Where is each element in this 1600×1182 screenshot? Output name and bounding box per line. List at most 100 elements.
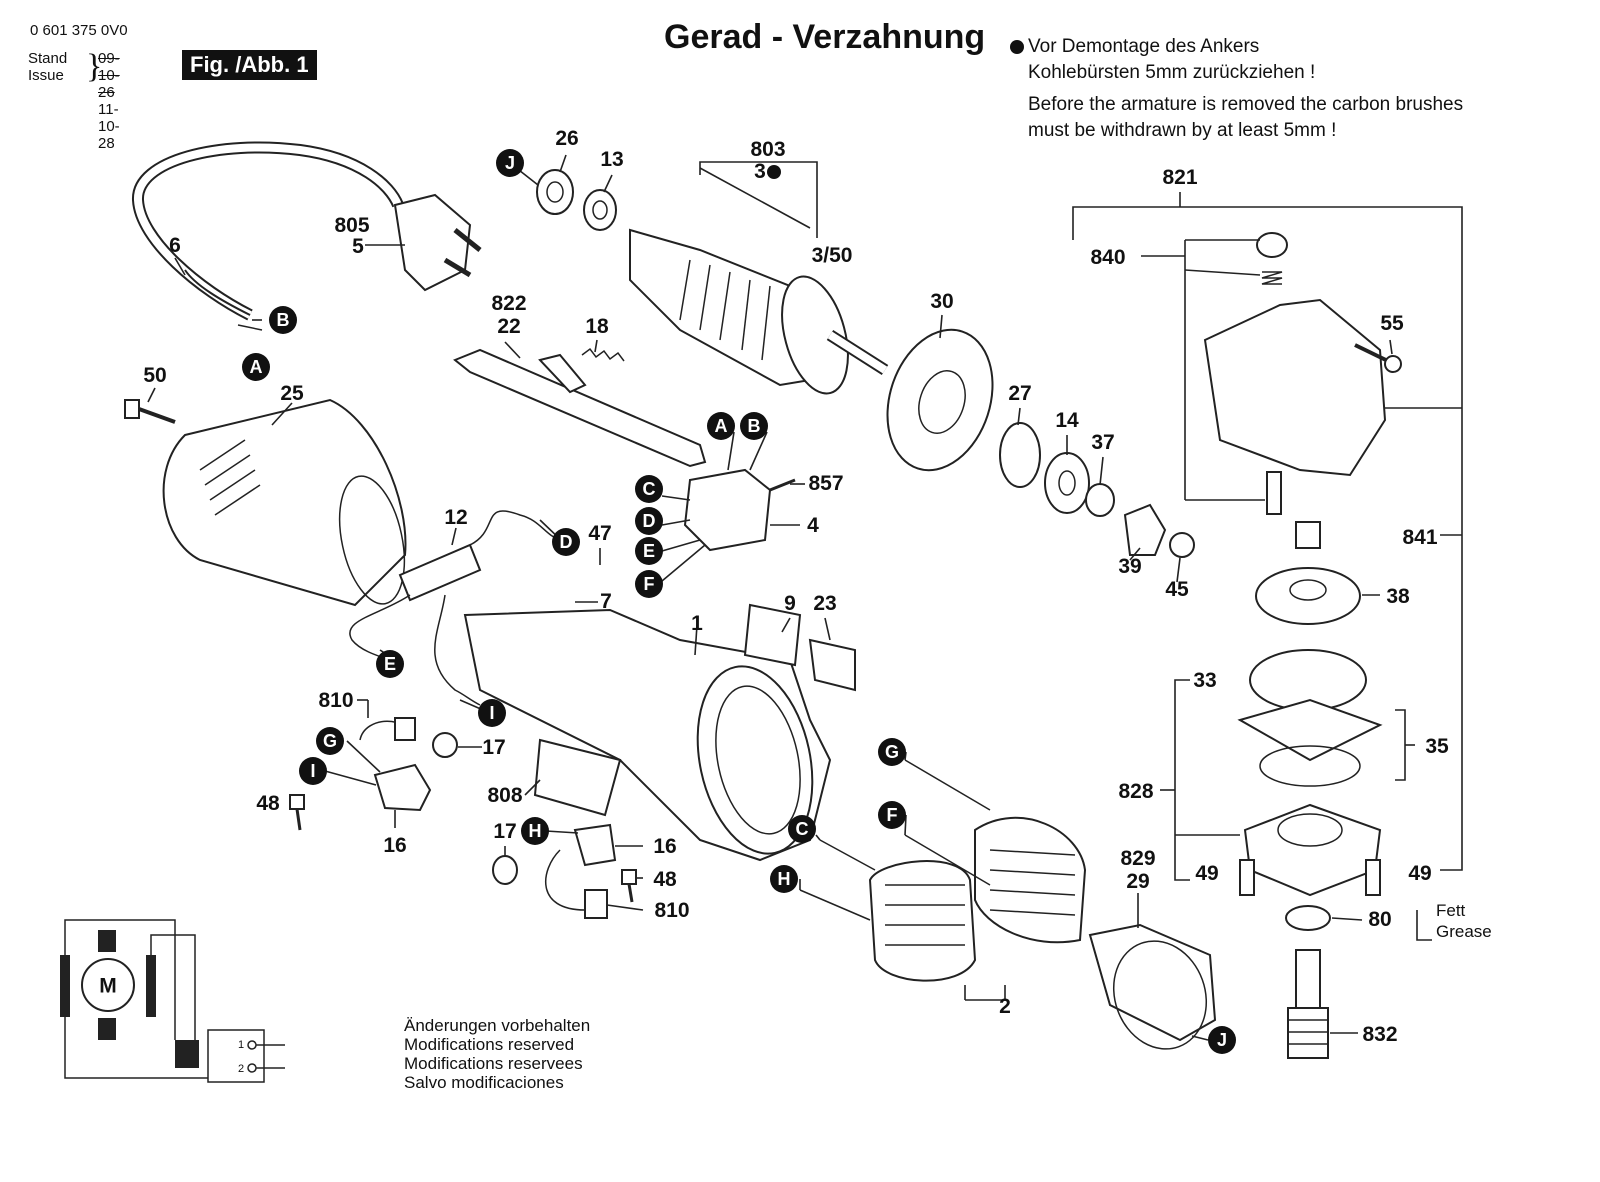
- connector-H-coil: H: [778, 869, 791, 889]
- part-822: 822: [491, 292, 526, 315]
- power-cord: [132, 141, 404, 331]
- motor-housing: [463, 608, 832, 862]
- part-810-left: 810: [318, 689, 353, 712]
- part-3-50: 3/50: [812, 244, 853, 267]
- part-821: 821: [1162, 166, 1197, 189]
- part-23: 23: [813, 592, 836, 615]
- disclaimer-de: Änderungen vorbehalten: [404, 1016, 591, 1035]
- stand-date: 09-10-26: [98, 50, 120, 101]
- ring-27: [999, 422, 1041, 488]
- connector-E-switch: E: [643, 541, 655, 561]
- part-5: 5: [352, 235, 364, 258]
- connector-D-capacitor: D: [560, 532, 573, 552]
- connector-D-switch: D: [643, 511, 656, 531]
- grease-en: Grease: [1436, 922, 1492, 941]
- disclaimer: Änderungen vorbehalten Modifications res…: [404, 1016, 590, 1092]
- note-de-line1: Vor Demontage des Ankers: [1028, 36, 1260, 57]
- part-2: 2: [999, 995, 1011, 1018]
- bearing-14: [1044, 452, 1090, 514]
- part-18: 18: [585, 315, 609, 338]
- part-49-right: 49: [1408, 862, 1431, 885]
- part-7: 7: [600, 590, 612, 613]
- brace-glyph: }: [86, 48, 103, 85]
- part-857: 857: [808, 472, 843, 495]
- part-33: 33: [1193, 669, 1216, 692]
- connector-G-brush: G: [323, 731, 337, 751]
- part-810-right: 810: [654, 899, 689, 922]
- connector-E-capacitor: E: [384, 654, 396, 674]
- screw-50: [124, 399, 176, 424]
- part-14: 14: [1055, 409, 1079, 432]
- part-16-left: 16: [383, 834, 406, 857]
- part-13: 13: [600, 148, 623, 171]
- part-1: 1: [691, 612, 703, 635]
- switch-pos-2: 2: [238, 1063, 244, 1075]
- needle-bearing-841: [1295, 521, 1321, 549]
- spindle-832: [1287, 949, 1329, 1059]
- part-25: 25: [280, 382, 304, 405]
- part-38: 38: [1386, 585, 1410, 608]
- part-832: 832: [1362, 1023, 1397, 1046]
- part-37: 37: [1091, 431, 1114, 454]
- screws-48: [289, 794, 637, 903]
- part-3: 3: [754, 160, 766, 183]
- disclaimer-es: Salvo modificaciones: [404, 1073, 564, 1092]
- power-plug: [393, 193, 482, 292]
- part-803: 803: [750, 138, 785, 161]
- bearing-flange-828: [1243, 803, 1382, 897]
- part-16-right: 16: [653, 835, 676, 858]
- crown-gear-38: [1255, 567, 1361, 625]
- part-12: 12: [444, 506, 467, 529]
- gear-housing: [1203, 232, 1387, 515]
- connector-A-switch: A: [715, 416, 728, 436]
- part-55: 55: [1380, 312, 1404, 335]
- part-35: 35: [1425, 735, 1449, 758]
- part-29: 29: [1126, 870, 1149, 893]
- suppressor-capacitor: [349, 510, 561, 706]
- spring-18: [581, 347, 625, 362]
- connector-J-bottom: J: [1217, 1030, 1227, 1050]
- part-840: 840: [1090, 246, 1125, 269]
- connector-I-wire: I: [489, 703, 494, 723]
- nut-45: [1169, 532, 1195, 558]
- disassembly-note: Vor Demontage des Ankers Kohlebürsten 5m…: [1010, 34, 1464, 144]
- washer-80: [1285, 905, 1331, 931]
- part-code: 0 601 375 0V0: [30, 22, 128, 39]
- part-9: 9: [784, 592, 796, 615]
- washer-37: [1085, 483, 1115, 517]
- gasket-35: [1237, 698, 1383, 762]
- part-26: 26: [555, 127, 578, 150]
- bearing-13: [583, 189, 617, 231]
- part-841: 841: [1402, 526, 1437, 549]
- part-4: 4: [807, 514, 819, 537]
- brush-holder-left: [359, 717, 458, 812]
- part-17-right: 17: [493, 820, 516, 843]
- part-50: 50: [143, 364, 166, 387]
- motor-label: M: [99, 975, 117, 998]
- part-45: 45: [1165, 578, 1189, 601]
- bracket-lines: [699, 161, 1463, 1001]
- page-title: Gerad - Verzahnung: [664, 18, 986, 56]
- note-reference-dot: [767, 165, 781, 179]
- note-en-line1: Before the armature is removed the carbo…: [1028, 94, 1464, 115]
- connector-H-brush: H: [529, 821, 542, 841]
- part-80: 80: [1368, 908, 1391, 931]
- bullet-icon: [1010, 40, 1024, 54]
- part-6: 6: [169, 234, 181, 257]
- part-17-left: 17: [482, 736, 505, 759]
- connector-J-top: J: [505, 153, 515, 173]
- part-number-labels: 26 13 803 3 805 5 6 3/50 822 22 18 30 50…: [143, 127, 1449, 1046]
- coil-leads: [799, 759, 991, 921]
- part-22: 22: [497, 315, 520, 338]
- wiring-schematic: M 1 2: [60, 919, 285, 1083]
- connector-F-coil: F: [887, 805, 898, 825]
- part-808: 808: [487, 784, 522, 807]
- part-47: 47: [588, 522, 611, 545]
- part-48-right: 48: [653, 868, 677, 891]
- issue-date: 11-10-28: [98, 101, 120, 152]
- issue-label: Issue: [28, 67, 64, 84]
- grease-de: Fett: [1436, 901, 1466, 920]
- part-49-left: 49: [1195, 862, 1218, 885]
- brush-holder-right: [492, 823, 617, 919]
